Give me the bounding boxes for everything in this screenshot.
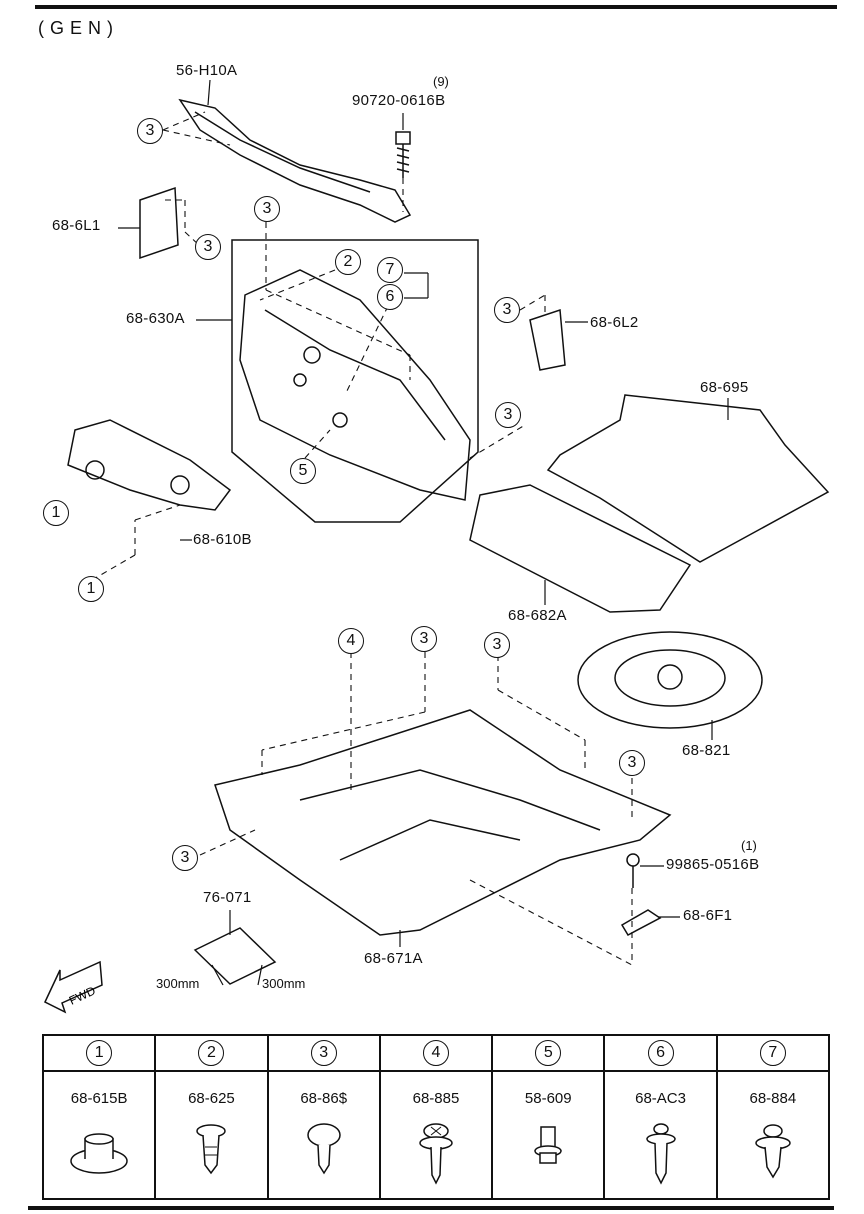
legend-num: 6	[647, 1040, 674, 1066]
label-56h10a: 56-H10A	[176, 62, 238, 79]
label-bolt: 90720-0616B	[352, 92, 446, 109]
legend-num: 4	[422, 1040, 449, 1066]
label-686l2: 68-6L2	[590, 314, 639, 331]
dash-box	[231, 239, 479, 523]
legend-part-number: 68-86$	[300, 1090, 348, 1107]
callout-3: 3	[484, 632, 510, 658]
legend-part-number: 68-885	[412, 1090, 460, 1107]
label-dim-b: 300mm	[262, 976, 306, 991]
legend-cell: 68-86$	[266, 1070, 381, 1200]
label-68630a: 68-630A	[126, 310, 185, 327]
legend-part-number: 68-884	[749, 1090, 797, 1107]
legend-cell: 68-625	[154, 1070, 269, 1200]
legend-cell: 68-AC3	[603, 1070, 718, 1200]
legend-part-number: 68-AC3	[635, 1090, 686, 1107]
legend-num: 2	[198, 1040, 225, 1066]
panel-6l1	[139, 186, 179, 260]
legend-part-number: 68-615B	[70, 1090, 128, 1107]
floor-mat	[469, 484, 692, 613]
clip-icon	[70, 1133, 128, 1174]
callout-3: 3	[195, 234, 221, 260]
fastener-legend-table: 1 2 3 4 5 6 7 68-615B 68-625 68-86$	[41, 1034, 831, 1200]
legend-cell: 2	[154, 1034, 269, 1072]
legend-cell: 4	[378, 1034, 494, 1072]
legend-cell: 7	[715, 1034, 831, 1072]
label-dim-a: 300mm	[156, 976, 200, 991]
callout-3: 3	[254, 196, 280, 222]
floor-insulator	[214, 709, 672, 936]
label-68671a: 68-671A	[364, 950, 423, 967]
legend-cell: 3	[266, 1034, 381, 1072]
label-686f1: 68-6F1	[683, 907, 733, 924]
trunk-mat	[546, 394, 830, 563]
label-68682a: 68-682A	[508, 607, 567, 624]
fwd-text: FWD	[67, 983, 98, 1007]
legend-cell: 6	[603, 1034, 718, 1072]
legend-header-row: 1 2 3 4 5 6 7	[41, 1034, 831, 1072]
top-rule	[35, 5, 837, 9]
bolt-shape	[395, 131, 411, 145]
legend-part-number: 68-625	[188, 1090, 235, 1107]
callout-1: 1	[43, 500, 69, 526]
legend-num: 3	[310, 1040, 337, 1066]
callout-6: 6	[377, 284, 403, 310]
fir-tree-clip-icon	[755, 1124, 791, 1179]
callout-4: 4	[338, 628, 364, 654]
label-68610b: 68-610B	[193, 531, 252, 548]
fwd-arrow	[44, 960, 103, 1014]
callout-3: 3	[137, 118, 163, 144]
variant-label: (GEN)	[38, 18, 119, 38]
legend-part-number: 58-609	[524, 1090, 572, 1107]
bracket-610b	[67, 419, 232, 511]
callout-3: 3	[411, 626, 437, 652]
cowl-panel	[178, 98, 412, 223]
legend-num: 1	[86, 1040, 113, 1066]
callout-2: 2	[335, 249, 361, 275]
pad-76071	[193, 927, 277, 985]
label-bolt-qty: (9)	[433, 74, 449, 89]
bottom-rule	[28, 1206, 834, 1210]
callout-3: 3	[172, 845, 198, 871]
legend-cell: 1	[41, 1034, 157, 1072]
pin-clip-icon	[645, 1123, 676, 1185]
legend-cell: 68-884	[715, 1070, 831, 1200]
callout-3: 3	[619, 750, 645, 776]
label-screw-qty: (1)	[741, 838, 757, 853]
legend-parts-row: 68-615B 68-625 68-86$ 68-885	[41, 1070, 831, 1200]
callout-3: 3	[494, 297, 520, 323]
callout-3: 3	[495, 402, 521, 428]
legend-cell: 58-609	[491, 1070, 606, 1200]
screw-rivet-icon	[419, 1123, 453, 1185]
legend-cell: 68-615B	[41, 1070, 157, 1200]
grommet-icon	[534, 1126, 563, 1164]
callout-5: 5	[290, 458, 316, 484]
callout-1: 1	[78, 576, 104, 602]
dash-insulator	[239, 269, 471, 501]
bracket-6f1	[620, 909, 662, 936]
label-screw: 99865-0516B	[666, 856, 760, 873]
label-76071: 76-071	[203, 889, 252, 906]
legend-cell: 5	[491, 1034, 606, 1072]
legend-cell: 68-885	[378, 1070, 494, 1200]
label-68695: 68-695	[700, 379, 749, 396]
callout-7: 7	[377, 257, 403, 283]
legend-num: 5	[535, 1040, 562, 1066]
mushroom-clip-icon	[306, 1123, 341, 1175]
push-clip-icon	[196, 1124, 227, 1175]
spare-tire-cover	[577, 631, 763, 729]
panel-6l2	[529, 308, 566, 371]
label-686l1: 68-6L1	[52, 217, 101, 234]
legend-num: 7	[759, 1040, 786, 1066]
label-68821: 68-821	[682, 742, 731, 759]
